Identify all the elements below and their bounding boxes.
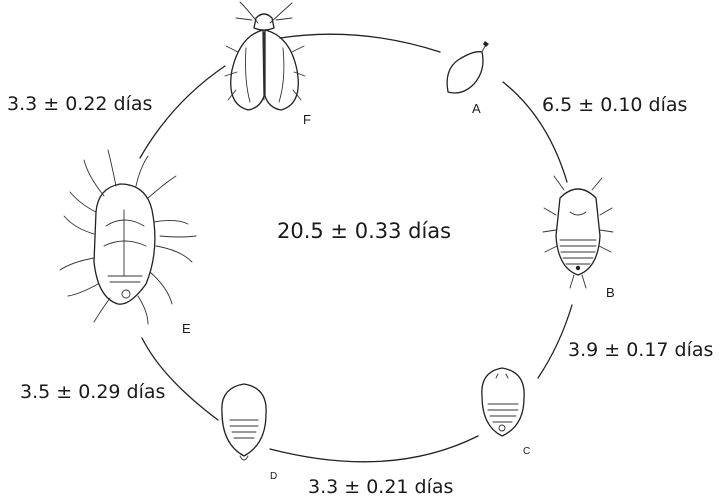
arc-d-to-e (142, 338, 218, 420)
arc-c-to-d (270, 436, 478, 462)
duration-f-to-a: 3.3 ± 0.22 días (7, 93, 152, 115)
arc-b-to-c (538, 305, 572, 378)
duration-c-to-d: 3.3 ± 0.21 días (308, 476, 453, 497)
stage-d-label: D (270, 471, 277, 482)
stage-f-label: F (303, 112, 311, 127)
stage-c-label: C (523, 446, 530, 457)
stage-a-label: A (472, 101, 481, 116)
cycle-ring (140, 34, 572, 462)
total-cycle-duration: 20.5 ± 0.33 días (277, 219, 451, 243)
stage-b-label: B (606, 285, 615, 300)
stage-a-egg-illustration (447, 41, 489, 93)
stage-e-female-illustration (60, 150, 196, 324)
stage-c-nymph-illustration (482, 368, 524, 436)
arc-e-to-f (140, 66, 225, 158)
duration-a-to-b: 6.5 ± 0.10 días (542, 94, 687, 116)
stage-e-label: E (182, 321, 191, 336)
stage-b-crawler-illustration (543, 176, 613, 288)
arc-f-to-a (280, 34, 440, 52)
stage-d-nymph-illustration (222, 384, 266, 460)
stage-f-adult-illustration (225, 2, 305, 110)
duration-d-to-e: 3.5 ± 0.29 días (20, 381, 165, 403)
duration-b-to-c: 3.9 ± 0.17 días (568, 339, 713, 361)
